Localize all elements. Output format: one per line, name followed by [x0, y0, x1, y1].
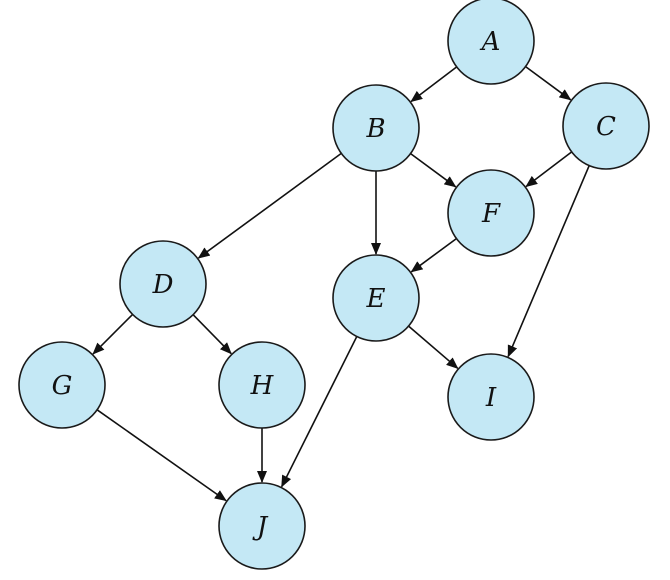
node-h: H: [218, 341, 306, 429]
edge-a-to-b: [410, 66, 458, 103]
edge-c-to-f: [525, 151, 573, 188]
node-f: F: [447, 169, 535, 257]
node-j: J: [218, 482, 306, 570]
node-circle: [447, 0, 535, 85]
edge-e-to-i: [408, 325, 459, 369]
node-label: G: [52, 371, 73, 401]
edge-e-to-j: [280, 336, 358, 488]
node-circle: [562, 82, 650, 170]
node-circle: [332, 254, 420, 342]
edge-c-to-i: [507, 165, 590, 358]
node-i: I: [447, 353, 535, 441]
node-a: A: [447, 0, 535, 85]
edges-layer: [92, 65, 590, 502]
node-label: D: [152, 270, 174, 300]
edge-f-to-e: [410, 237, 457, 273]
node-circle: [218, 341, 306, 429]
edge-b-to-f: [410, 152, 457, 188]
node-label: B: [365, 114, 385, 144]
node-circle: [18, 341, 106, 429]
edge-g-to-j: [96, 409, 227, 502]
node-b: B: [332, 84, 420, 172]
node-label: J: [252, 512, 269, 542]
node-d: D: [119, 240, 207, 328]
edge-a-to-c: [525, 65, 572, 101]
edge-b-to-d: [197, 152, 342, 259]
node-c: C: [562, 82, 650, 170]
node-circle: [218, 482, 306, 570]
node-circle: [119, 240, 207, 328]
edge-d-to-h: [192, 314, 232, 355]
node-label: F: [481, 199, 501, 229]
node-label: A: [480, 27, 501, 57]
node-circle: [332, 84, 420, 172]
node-g: G: [18, 341, 106, 429]
node-label: E: [366, 284, 386, 314]
node-label: C: [596, 112, 616, 142]
node-circle: [447, 353, 535, 441]
nodes-layer: A B C F D E G H I J: [18, 0, 650, 570]
node-circle: [447, 169, 535, 257]
edge-d-to-g: [92, 313, 134, 355]
node-label: I: [485, 383, 497, 413]
node-label: H: [250, 371, 275, 401]
node-e: E: [332, 254, 420, 342]
